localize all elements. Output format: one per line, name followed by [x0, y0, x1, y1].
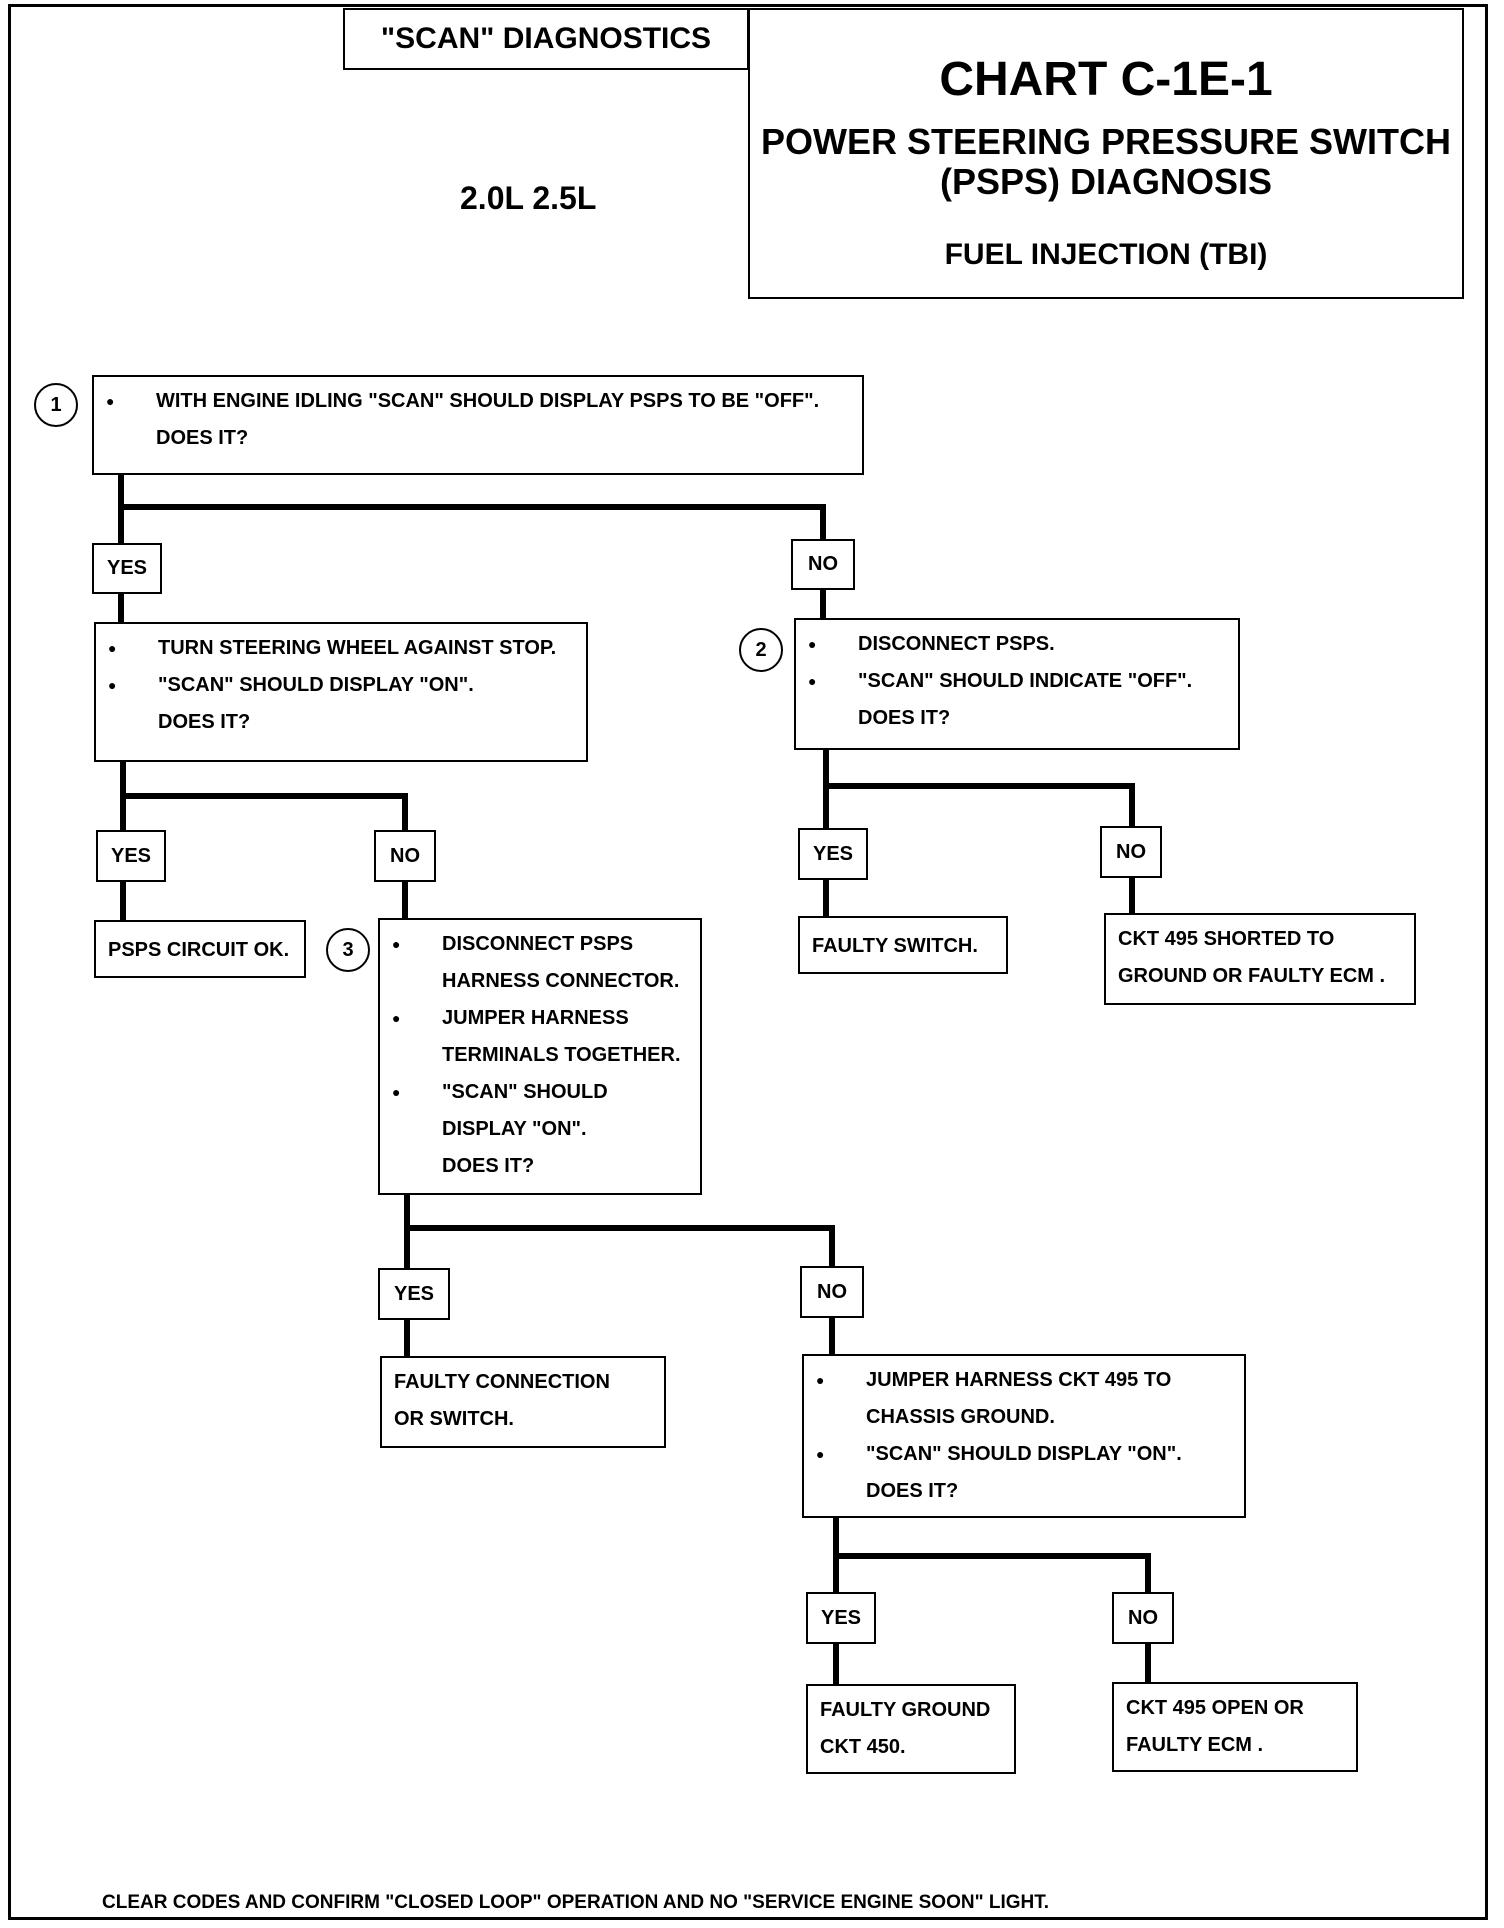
step3-bullet-2: JUMPER HARNESS TERMINALS TOGETHER.: [392, 1000, 690, 1074]
step3-box: DISCONNECT PSPS HARNESS CONNECTOR. JUMPE…: [378, 918, 702, 1195]
steering-check-bullet-1: TURN STEERING WHEEL AGAINST STOP.: [108, 630, 576, 667]
step4-no-label: NO: [1112, 1592, 1174, 1644]
step-number-3: 3: [326, 928, 370, 972]
steering-check-bullet-2: "SCAN" SHOULD DISPLAY "ON".: [108, 667, 576, 704]
step4-box: JUMPER HARNESS CKT 495 TO CHASSIS GROUND…: [802, 1354, 1246, 1518]
result-ckt495-open: CKT 495 OPEN OR FAULTY ECM .: [1112, 1682, 1358, 1772]
result-ckt495-open-line2: FAULTY ECM .: [1126, 1734, 1264, 1756]
result-faulty-connection-line2: OR SWITCH.: [394, 1408, 514, 1430]
steering-no-label: NO: [374, 830, 436, 882]
result-ckt495-shorted-line1: CKT 495 SHORTED TO: [1118, 928, 1335, 950]
step2-bullet-2: "SCAN" SHOULD INDICATE "OFF".: [808, 663, 1228, 700]
step4-bullet-1-line2: CHASSIS GROUND.: [866, 1406, 1055, 1428]
step1-yes-label: YES: [92, 543, 162, 594]
chart-title-line1: POWER STEERING PRESSURE SWITCH: [760, 121, 1452, 162]
step3-bullet-2-line1: JUMPER HARNESS: [442, 1007, 629, 1029]
step1-question: DOES IT?: [156, 427, 249, 449]
step2-box: DISCONNECT PSPS. "SCAN" SHOULD INDICATE …: [794, 618, 1240, 750]
step3-bullet-1-line2: HARNESS CONNECTOR.: [442, 970, 680, 992]
step2-yes-label: YES: [798, 828, 868, 880]
step4-bullet-1: JUMPER HARNESS CKT 495 TO CHASSIS GROUND…: [816, 1362, 1234, 1436]
step4-bullet-1-line1: JUMPER HARNESS CKT 495 TO: [866, 1369, 1172, 1391]
chart-id: CHART C-1E-1: [939, 53, 1273, 106]
result-ckt495-open-line1: CKT 495 OPEN OR: [1126, 1697, 1304, 1719]
step3-bullet-3-line2: DISPLAY "ON".: [442, 1118, 587, 1140]
step3-yes-label: YES: [378, 1268, 450, 1320]
engine-applicability: 2.0L 2.5L: [460, 180, 597, 216]
step1-box: WITH ENGINE IDLING "SCAN" SHOULD DISPLAY…: [92, 375, 864, 475]
step1-no-label: NO: [791, 539, 855, 590]
step4-bullet-2: "SCAN" SHOULD DISPLAY "ON".: [816, 1436, 1234, 1473]
step-number-1: 1: [34, 383, 78, 427]
steering-check-box: TURN STEERING WHEEL AGAINST STOP. "SCAN"…: [94, 622, 588, 762]
step2-bullet-1: DISCONNECT PSPS.: [808, 626, 1228, 663]
step4-question: DOES IT?: [866, 1480, 959, 1502]
step3-bullet-3: "SCAN" SHOULD DISPLAY "ON".: [392, 1074, 690, 1148]
steering-check-question: DOES IT?: [158, 711, 251, 733]
step1-bullet: WITH ENGINE IDLING "SCAN" SHOULD DISPLAY…: [106, 383, 852, 420]
result-faulty-connection: FAULTY CONNECTION OR SWITCH.: [380, 1356, 666, 1448]
step4-yes-label: YES: [806, 1592, 876, 1644]
steering-yes-label: YES: [96, 830, 166, 882]
step3-bullet-1-line1: DISCONNECT PSPS: [442, 933, 634, 955]
step2-no-label: NO: [1100, 826, 1162, 878]
step3-bullet-1: DISCONNECT PSPS HARNESS CONNECTOR.: [392, 926, 690, 1000]
step-number-2: 2: [739, 628, 783, 672]
step3-bullet-2-line2: TERMINALS TOGETHER.: [442, 1044, 681, 1066]
result-faulty-ground-line2: CKT 450.: [820, 1736, 906, 1758]
scan-diagnostics-tab: "SCAN" DIAGNOSTICS: [343, 8, 749, 70]
result-ckt495-shorted: CKT 495 SHORTED TO GROUND OR FAULTY ECM …: [1104, 913, 1416, 1005]
chart-title-line2: (PSPS) DIAGNOSIS: [939, 161, 1273, 202]
step3-bullet-3-line1: "SCAN" SHOULD: [442, 1081, 608, 1103]
result-ckt495-shorted-line2: GROUND OR FAULTY ECM .: [1118, 965, 1386, 987]
step3-question: DOES IT?: [442, 1155, 535, 1177]
result-faulty-ground-line1: FAULTY GROUND: [820, 1699, 991, 1721]
result-faulty-switch: FAULTY SWITCH.: [798, 916, 1008, 974]
result-psps-circuit-ok: PSPS CIRCUIT OK.: [94, 920, 306, 978]
chart-title-box: CHART C-1E-1 POWER STEERING PRESSURE SWI…: [748, 8, 1464, 299]
result-faulty-ground: FAULTY GROUND CKT 450.: [806, 1684, 1016, 1774]
step3-no-label: NO: [800, 1266, 864, 1318]
chart-frame: [8, 4, 1488, 1920]
step2-question: DOES IT?: [858, 707, 951, 729]
footer-instruction: CLEAR CODES AND CONFIRM "CLOSED LOOP" OP…: [102, 1892, 1050, 1913]
chart-title: POWER STEERING PRESSURE SWITCH (PSPS) DI…: [750, 122, 1462, 202]
chart-subtitle: FUEL INJECTION (TBI): [944, 238, 1268, 271]
result-faulty-connection-line1: FAULTY CONNECTION: [394, 1371, 610, 1393]
